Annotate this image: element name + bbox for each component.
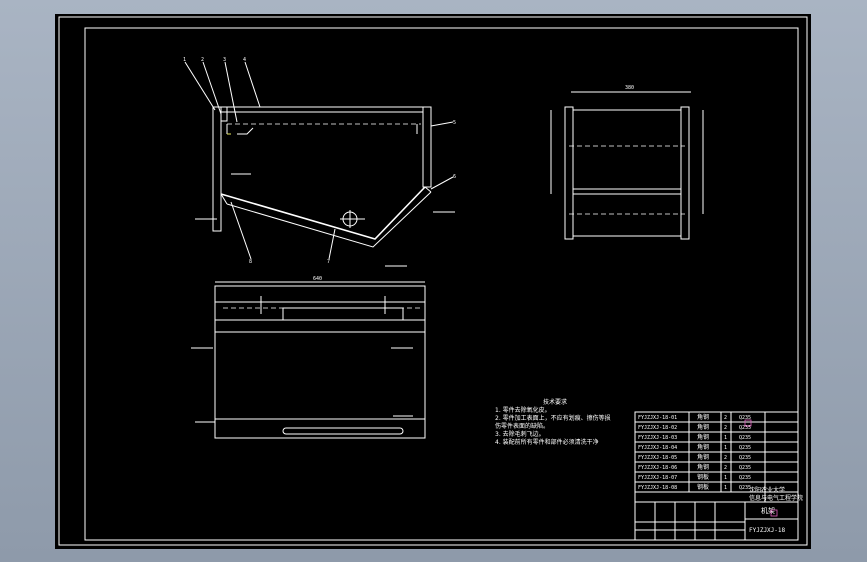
svg-text:2: 2 (201, 57, 204, 63)
svg-text:Q235: Q235 (739, 435, 751, 441)
svg-text:FYJZJXJ-18-06: FYJZJXJ-18-06 (638, 465, 677, 471)
tech-requirements: 技术要求 1. 零件去除氧化皮。 2. 零件加工表面上，不应有划痕、擦伤等损 伤… (495, 398, 611, 446)
svg-text:3. 去除毛刺飞边。: 3. 去除毛刺飞边。 (495, 430, 545, 438)
svg-text:8: 8 (249, 259, 252, 265)
svg-text:2: 2 (724, 455, 727, 461)
svg-text:Q235: Q235 (739, 465, 751, 471)
right-post (422, 106, 432, 188)
svg-text:FYJZJXJ-18-04: FYJZJXJ-18-04 (638, 445, 677, 451)
svg-text:640: 640 (313, 276, 322, 282)
left-post (212, 106, 222, 232)
svg-text:3: 3 (223, 57, 226, 63)
svg-text:FYJZJXJ-18-03: FYJZJXJ-18-03 (638, 435, 677, 441)
svg-text:Q235: Q235 (739, 485, 751, 491)
svg-text:伤零件表面的缺陷。: 伤零件表面的缺陷。 (495, 422, 549, 430)
svg-text:7: 7 (327, 259, 330, 265)
svg-text:FYJZJXJ-18-08: FYJZJXJ-18-08 (638, 485, 677, 491)
svg-text:2. 零件加工表面上，不应有划痕、擦伤等损: 2. 零件加工表面上，不应有划痕、擦伤等损 (495, 414, 611, 422)
svg-text:角钢: 角钢 (697, 453, 709, 461)
svg-text:4: 4 (243, 57, 246, 63)
svg-text:角钢: 角钢 (697, 423, 709, 431)
svg-text:角钢: 角钢 (697, 443, 709, 451)
title-block: FYJZJXJ-18-01 角钢 2 Q235 FYJZJXJ-18-02 角钢… (634, 411, 803, 541)
inclined-chute (220, 186, 426, 240)
svg-text:Q235: Q235 (739, 455, 751, 461)
svg-text:角钢: 角钢 (697, 413, 709, 421)
svg-text:Q235: Q235 (739, 425, 751, 431)
svg-text:钢板: 钢板 (697, 473, 709, 481)
svg-text:角钢: 角钢 (697, 433, 709, 441)
svg-text:1: 1 (183, 57, 186, 63)
inner-frame (84, 27, 799, 541)
svg-text:FYJZJXJ-18-05: FYJZJXJ-18-05 (638, 455, 677, 461)
svg-text:1: 1 (724, 435, 727, 441)
school-name-1: 沈阳农业大学 (749, 486, 785, 494)
svg-text:Q235: Q235 (739, 415, 751, 421)
svg-text:2: 2 (724, 425, 727, 431)
svg-text:5: 5 (453, 120, 456, 126)
svg-text:Q235: Q235 (739, 445, 751, 451)
svg-text:钢板: 钢板 (697, 483, 709, 491)
svg-text:2: 2 (724, 465, 727, 471)
svg-text:4. 装配前所有零件和部件必须清洗干净: 4. 装配前所有零件和部件必须清洗干净 (495, 438, 599, 446)
svg-text:FYJZJXJ-18-07: FYJZJXJ-18-07 (638, 475, 677, 481)
side-view: 380 (550, 85, 704, 240)
cad-viewport[interactable]: 1 2 3 4 5 6 7 8 380 640 (55, 14, 811, 549)
svg-text:6: 6 (453, 174, 456, 180)
svg-text:1: 1 (724, 445, 727, 451)
svg-text:1. 零件去除氧化皮。: 1. 零件去除氧化皮。 (495, 406, 551, 414)
svg-text:Q235: Q235 (739, 475, 751, 481)
drawing-canvas: 1 2 3 4 5 6 7 8 380 640 (58, 16, 808, 546)
drawing-code: FYJZJXJ-18 (749, 527, 786, 534)
part-name: 机架 (761, 506, 775, 515)
svg-text:FYJZJXJ-18-01: FYJZJXJ-18-01 (638, 415, 677, 421)
tech-heading: 技术要求 (543, 398, 567, 406)
outer-frame (58, 16, 808, 546)
svg-text:380: 380 (625, 85, 634, 91)
top-view: 640 (191, 276, 426, 439)
svg-text:1: 1 (724, 485, 727, 491)
svg-text:FYJZJXJ-18-02: FYJZJXJ-18-02 (638, 425, 677, 431)
svg-text:角钢: 角钢 (697, 463, 709, 471)
svg-text:2: 2 (724, 415, 727, 421)
svg-text:1: 1 (724, 475, 727, 481)
school-name-2: 信息与电气工程学院 (749, 494, 803, 502)
front-view: 1 2 3 4 5 6 7 8 (183, 57, 456, 267)
